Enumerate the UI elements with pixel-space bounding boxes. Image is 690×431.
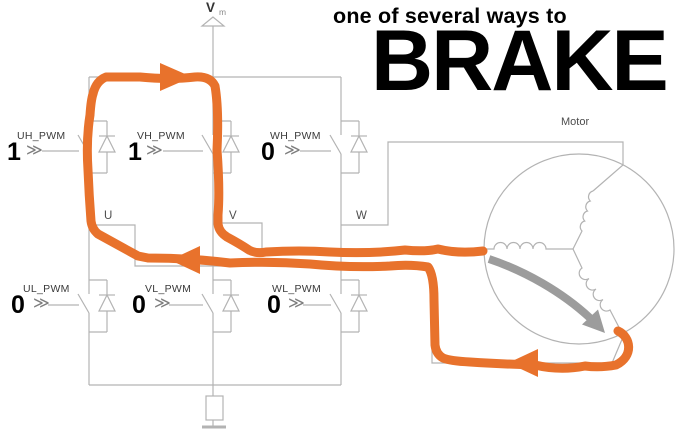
gate-label-vh: VH_PWM [137,130,185,142]
phase-label-v: V [229,210,237,222]
title-brake: BRAKE [371,13,669,109]
gate-input-chevron-wh: ≫ [284,142,301,159]
motor-winding-top [572,190,594,250]
gate-value-wl: 0 [267,291,281,319]
supply-voltage-subscript: m [219,7,227,17]
title-line1: one of several ways to [333,4,567,28]
rotation-arrowhead-icon [582,309,605,333]
current-path-stroke [82,72,634,373]
supply-triangle-icon [200,16,226,27]
motor-circle [483,153,675,345]
gate-label-vl: VL_PWM [145,283,192,295]
gate-input-chevron-vl: ≫ [154,295,171,312]
phase-label-w: W [356,210,367,222]
brake-current-path [82,72,634,373]
gate-value-vh: 1 [128,138,142,166]
brake-resistor [205,395,224,421]
switch-wl [329,279,368,333]
gate-value-ul: 0 [11,291,25,319]
current-arrow-top-icon [160,63,192,91]
gate-label-wl: WL_PWM [272,283,322,295]
gate-value-uh: 1 [7,138,21,166]
phase-w-wire [341,141,624,226]
gate-label-uh: UH_PWM [17,130,66,142]
gate-input-chevron-uh: ≫ [26,142,43,159]
current-arrowheads [160,63,538,377]
gate-label-ul: UL_PWM [23,283,70,295]
motor-label: Motor [561,116,590,128]
gate-value-wh: 0 [261,138,275,166]
switch-ul [77,279,116,333]
gate-value-vl: 0 [132,291,146,319]
motor-rotation-arrow [487,255,605,333]
rotation-arc [487,255,593,321]
gate-input-chevron-wl: ≫ [288,295,305,312]
current-arrow-mid-icon [170,246,200,274]
switch-vl [201,279,240,333]
motor-winding-bottom [572,248,624,336]
gate-input-chevron-ul: ≫ [33,295,50,312]
supply-voltage-label: V [206,0,216,15]
gate-input-chevron-vh: ≫ [146,142,163,159]
switch-wh [329,120,368,174]
phase-label-u: U [104,210,113,222]
current-arrow-bottom-icon [508,349,538,377]
motor-winding-left [484,241,573,250]
gate-label-wh: WH_PWM [270,130,321,142]
